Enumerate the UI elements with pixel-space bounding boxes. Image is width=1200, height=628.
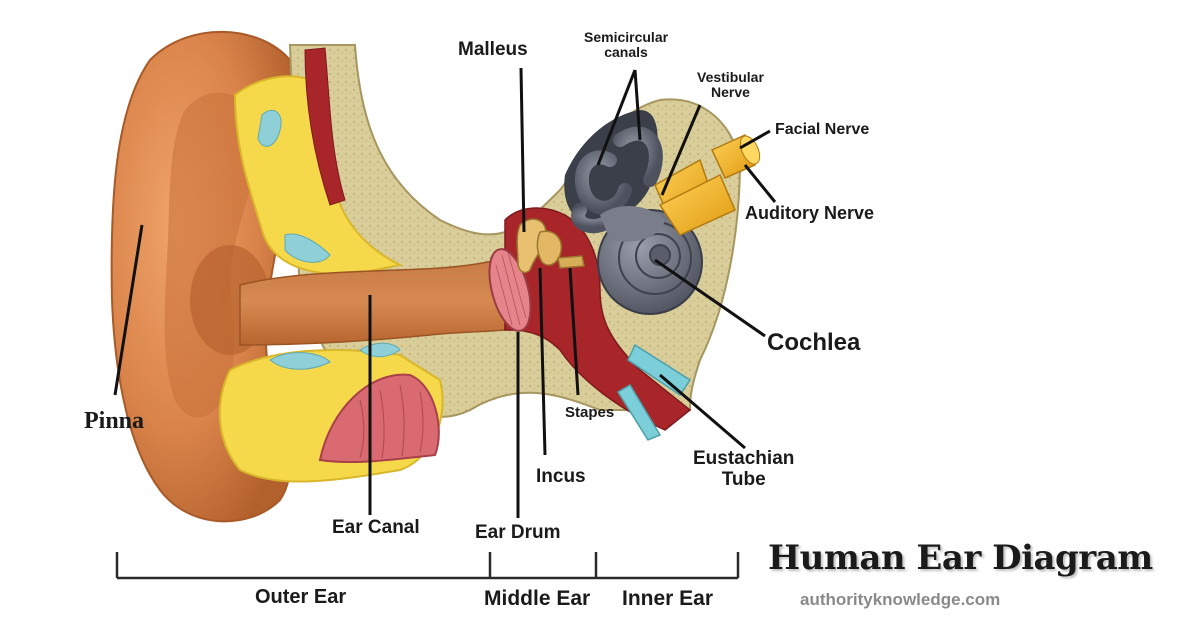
region-bracket xyxy=(115,552,740,580)
ear-canal-shape xyxy=(239,257,506,346)
label-middle-ear: Middle Ear xyxy=(484,587,591,610)
eustachian-tube-shape xyxy=(627,343,692,397)
label-malleus: Malleus xyxy=(458,39,528,60)
label-outer-ear: Outer Ear xyxy=(255,586,347,608)
label-inner-ear: Inner Ear xyxy=(622,587,714,610)
label-cochlea: Cochlea xyxy=(767,329,861,356)
fluid-pocket-1 xyxy=(257,110,282,147)
label-eustachian-tube: Eustachian Tube xyxy=(693,448,795,490)
label-ear-drum: Ear Drum xyxy=(475,522,561,543)
label-stapes: Stapes xyxy=(565,404,615,421)
facial-nerve-end xyxy=(739,135,761,165)
auditory-nerve-shape xyxy=(658,173,736,236)
upper-muscle xyxy=(304,47,346,206)
leader-lines xyxy=(113,67,777,518)
label-semicircular-canals: Semicircular canals xyxy=(584,29,669,61)
label-vestibular-nerve: Vestibular Nerve xyxy=(697,69,764,101)
incus-bone xyxy=(536,230,562,266)
label-facial-nerve: Facial Nerve xyxy=(775,121,870,138)
eustachian-tube-lower xyxy=(616,383,662,441)
label-incus: Incus xyxy=(536,466,586,487)
vestibule-shape xyxy=(600,205,665,242)
website-link[interactable]: authorityknowledge.com xyxy=(800,590,1001,609)
label-ear-canal: Ear Canal xyxy=(332,517,420,538)
malleus-bone xyxy=(516,218,547,274)
gland-lines xyxy=(359,384,424,459)
label-auditory-nerve: Auditory Nerve xyxy=(745,203,875,223)
fluid-pocket-3 xyxy=(269,352,331,370)
label-pinna: Pinna xyxy=(84,408,145,434)
eardrum-lines xyxy=(495,251,527,326)
diagram-title: Human Ear Diagram xyxy=(768,538,1153,578)
stapes-bone xyxy=(557,255,585,269)
fluid-pocket-2 xyxy=(284,233,331,263)
gland-tissue xyxy=(318,373,440,464)
